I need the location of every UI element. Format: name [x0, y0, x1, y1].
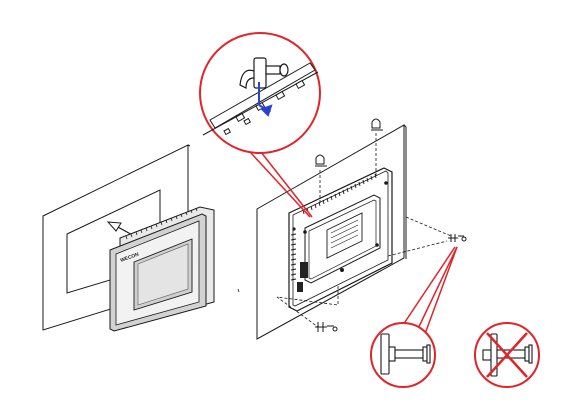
insert-direction-arrow-icon	[258, 82, 273, 117]
clip-guide-lines	[276, 133, 452, 328]
port-connector	[300, 262, 308, 278]
hmi-device-back	[288, 167, 393, 312]
hmi-device-front: WECON	[109, 206, 215, 332]
port-connector	[297, 282, 303, 292]
wrong-clip-orientation-icon	[474, 322, 540, 388]
zoom-callout	[199, 32, 321, 218]
correct-clip-orientation-icon	[370, 322, 436, 388]
mounting-clip-icon	[315, 118, 467, 332]
